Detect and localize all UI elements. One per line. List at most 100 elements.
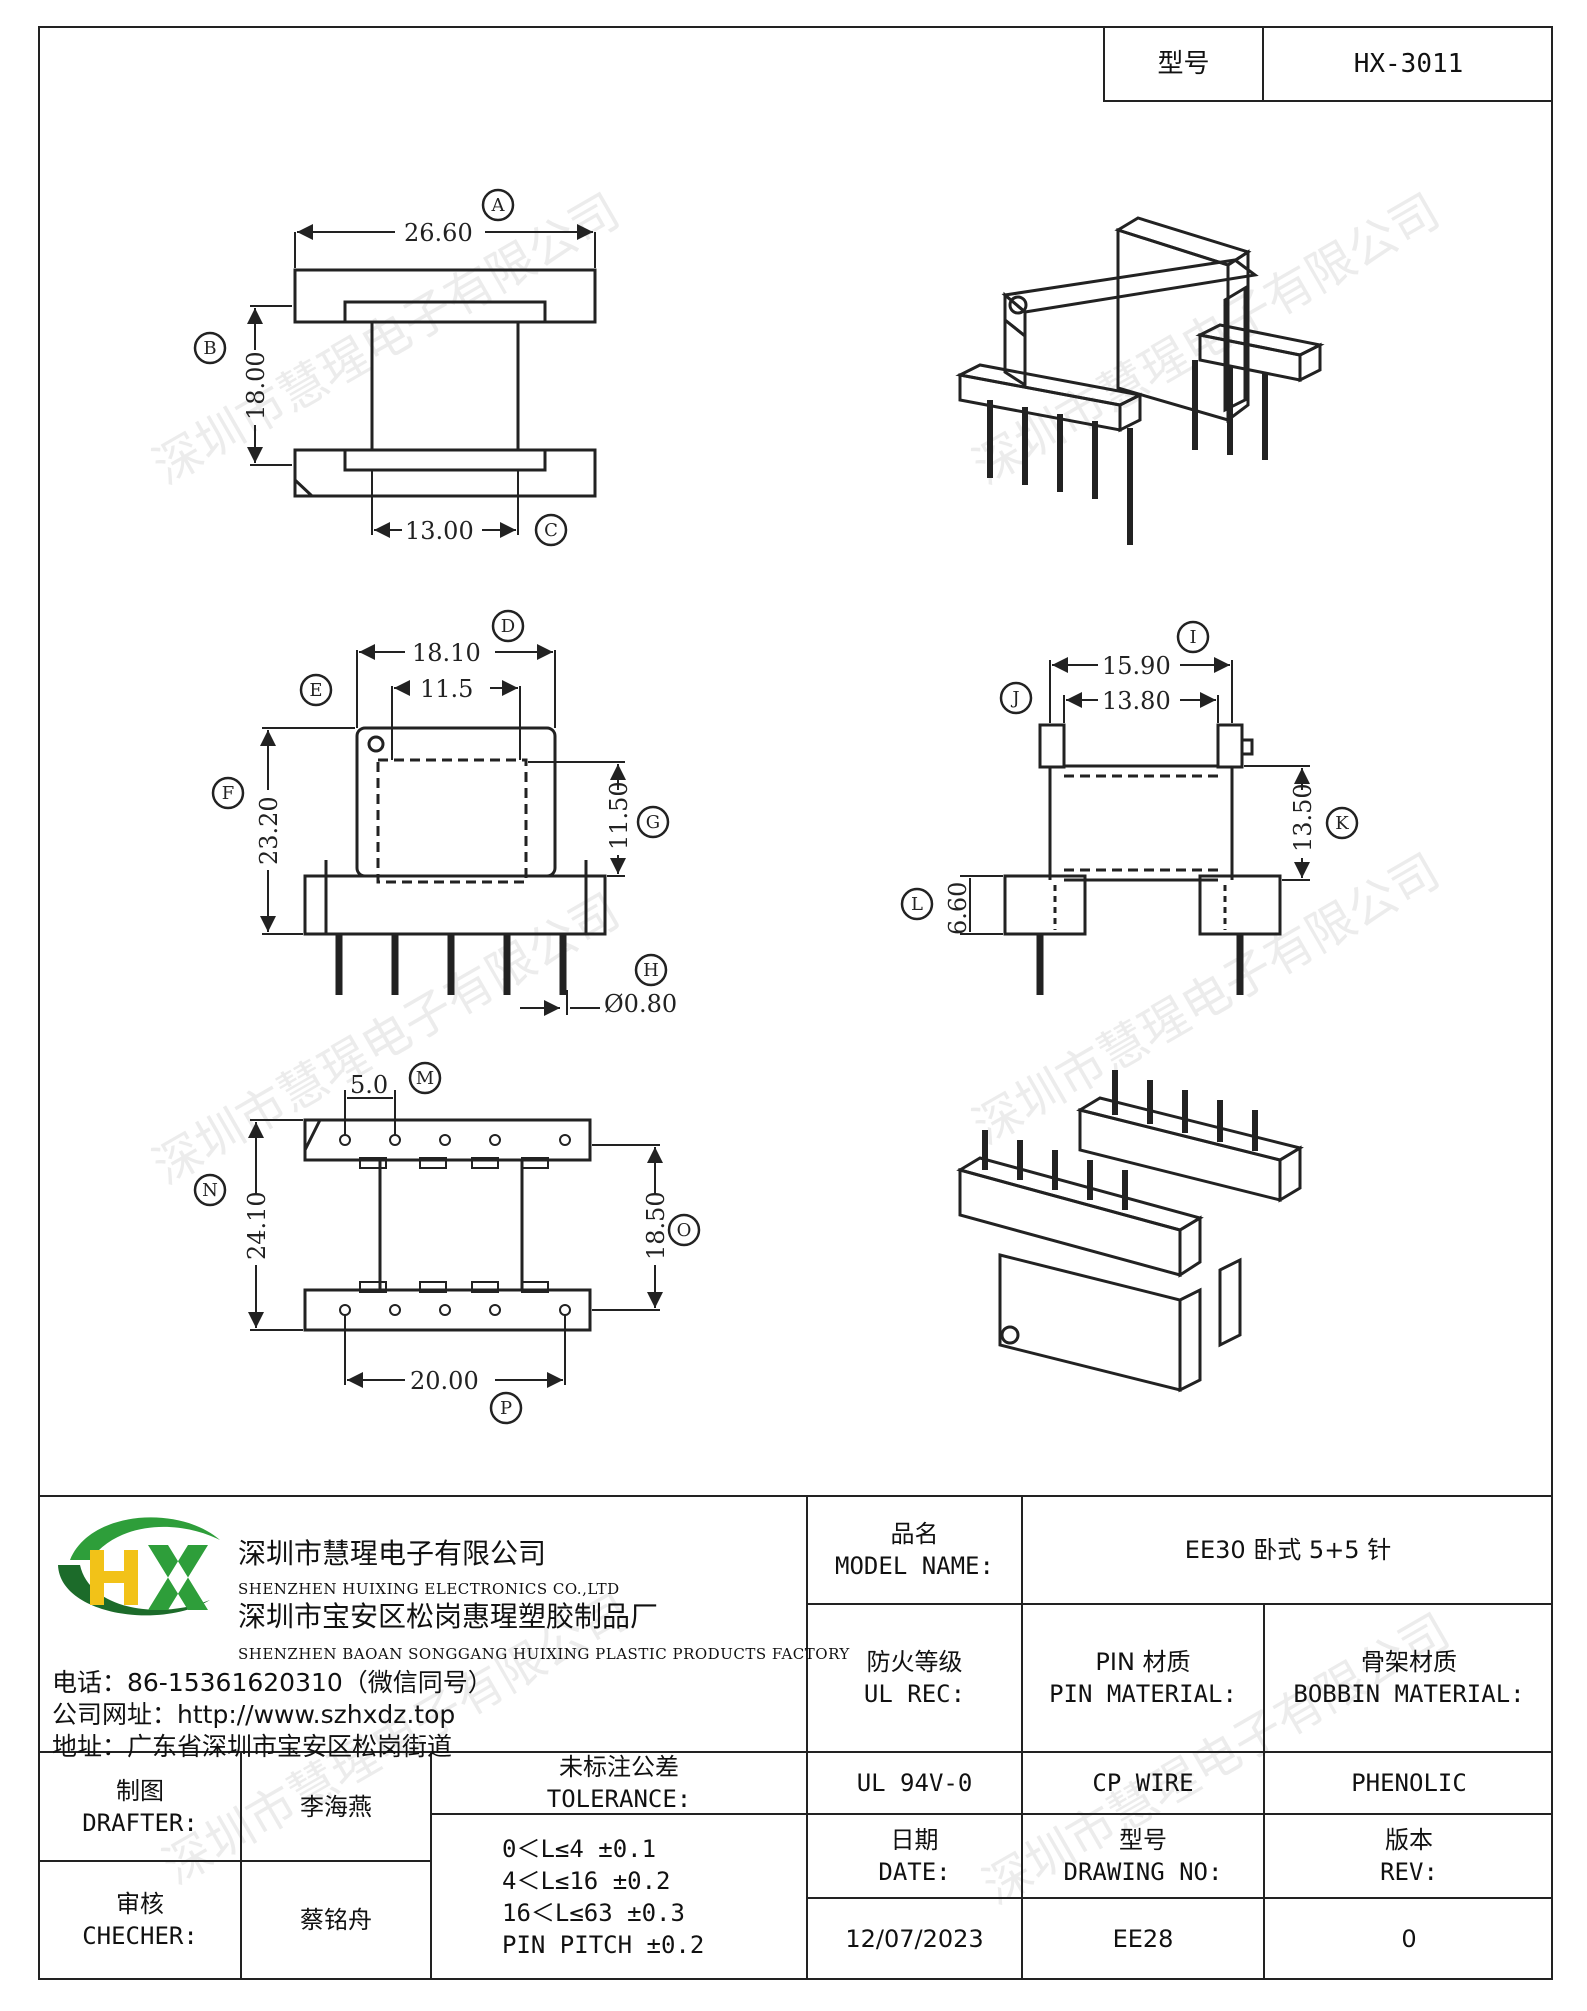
letter-b: B [203, 338, 216, 359]
ul-value: UL 94V-0 [856, 1769, 973, 1797]
letter-k: K [1335, 813, 1349, 834]
company-logo [58, 1517, 220, 1616]
model-label: 型号 [1157, 49, 1210, 79]
letter-g: G [646, 812, 660, 833]
date-header: 日期 DATE: [808, 1815, 1021, 1897]
drafter-name: 李海燕 [300, 1792, 372, 1821]
dim-b-value: 18.00 [242, 351, 270, 420]
rev-cn: 版本 [1385, 1826, 1433, 1854]
letter-p: P [500, 1398, 512, 1419]
company-address: 地址：广东省深圳市宝安区松岗街道 [52, 1732, 453, 1761]
dim-f-value: 23.20 [255, 796, 283, 865]
dim-h-value: Ø0.80 [604, 990, 677, 1018]
letter-m: M [416, 1068, 434, 1089]
letter-c: C [544, 520, 558, 541]
header-mid-line [1262, 26, 1264, 102]
drafter-cn: 制图 [116, 1776, 164, 1805]
bobbin-cn: 骨架材质 [1361, 1648, 1457, 1676]
grid-line [38, 1860, 432, 1862]
checker-header: 审核 CHECHER: [40, 1862, 240, 1978]
dim-k-value: 13.50 [1289, 783, 1317, 852]
top-view [247, 224, 597, 538]
dim-d-value: 18.10 [412, 639, 481, 667]
date-value: 12/07/2023 [845, 1924, 984, 1953]
header-left-line [1103, 26, 1105, 102]
side-view [960, 657, 1310, 995]
drawing-en: DRAWING NO: [1063, 1858, 1223, 1886]
company-website: 公司网址：http://www.szhxdz.top [52, 1700, 456, 1729]
dim-j-value: 13.80 [1102, 687, 1171, 715]
checker-name: 蔡铭舟 [300, 1906, 372, 1934]
ul-rec-header: 防火等级 UL REC: [808, 1605, 1021, 1751]
letter-e: E [309, 680, 322, 701]
rev-header: 版本 REV: [1265, 1815, 1553, 1897]
letter-i: I [1189, 627, 1196, 648]
isometric-view-bottom [956, 1070, 1304, 1393]
logo-x [148, 1545, 208, 1610]
tolerance-line: 16＜L≤63 ±0.3 [502, 1898, 685, 1927]
dim-g-value: 11.50 [605, 781, 633, 850]
checker-cn: 审核 [116, 1890, 164, 1918]
grid-line [1021, 1495, 1023, 1980]
tolerance-line: 0＜L≤4 ±0.1 [502, 1834, 657, 1863]
dim-a-value: 26.60 [404, 219, 473, 247]
grid-line [38, 1751, 1553, 1753]
date-cn: 日期 [890, 1826, 939, 1854]
grid-line [806, 1603, 1553, 1605]
letter-j: J [1010, 688, 1019, 709]
bottom-view [248, 1090, 663, 1388]
letter-n: N [202, 1180, 218, 1201]
dim-p-value: 20.00 [410, 1367, 479, 1395]
front-view [260, 644, 626, 1016]
pin-value: CP WIRE [1092, 1769, 1194, 1797]
pin-cn: PIN 材质 [1095, 1648, 1191, 1676]
title-block-top-line [38, 1495, 1553, 1497]
model-name-cn: 品名 [890, 1520, 939, 1548]
letter-o: O [677, 1220, 692, 1241]
dim-o-value: 18.50 [642, 1191, 670, 1260]
grid-line [432, 1813, 806, 1815]
dim-n-value: 24.10 [243, 1191, 271, 1260]
grid-line [806, 1813, 1553, 1815]
tolerance-header: 未标注公差 TOLERANCE: [432, 1753, 806, 1813]
grid-line [430, 1751, 432, 1980]
factory-name-cn: 深圳市宝安区松岗惠瑆塑胶制品厂 [238, 1600, 659, 1633]
letter-a: A [491, 195, 506, 216]
isometric-view-top [955, 216, 1325, 545]
drawing-no-header: 型号 DRAWING NO: [1023, 1815, 1263, 1897]
letter-h: H [643, 960, 659, 981]
rev-value: 0 [1401, 1924, 1417, 1953]
bobbin-material-header: 骨架材质 BOBBIN MATERIAL: [1265, 1605, 1553, 1751]
technical-drawing: 26.60 18.00 13.00 18.10 11.5 23.20 11.50… [193, 188, 1359, 1425]
model-name-header: 品名 MODEL NAME: [808, 1497, 1021, 1603]
drafter-en: DRAFTER: [82, 1808, 198, 1837]
drafter-header: 制图 DRAFTER: [40, 1753, 240, 1860]
logo-h-bar [90, 1571, 138, 1583]
grid-line [806, 1495, 808, 1980]
company-name-cn: 深圳市慧瑆电子有限公司 [238, 1537, 547, 1570]
dim-l-value: 6.60 [944, 882, 972, 935]
tolerance-cn: 未标注公差 [559, 1753, 679, 1781]
grid-line [1263, 1603, 1265, 1980]
bobbin-value: PHENOLIC [1351, 1769, 1467, 1797]
ul-cn: 防火等级 [866, 1648, 963, 1676]
factory-name-en: SHENZHEN BAOAN SONGGANG HUIXING PLASTIC … [238, 1645, 850, 1663]
header-bottom-line [1103, 100, 1553, 102]
ul-en: UL REC: [863, 1680, 966, 1708]
pin-material-header: PIN 材质 PIN MATERIAL: [1023, 1605, 1263, 1751]
tolerance-line: 4＜L≤16 ±0.2 [502, 1866, 671, 1895]
tolerance-line: PIN PITCH ±0.2 [502, 1930, 705, 1959]
dim-c-value: 13.00 [405, 517, 474, 545]
rev-en: REV: [1380, 1858, 1438, 1886]
drawing-frame [38, 26, 1553, 1980]
pin-en: PIN MATERIAL: [1049, 1680, 1237, 1708]
logo-swoosh-top [70, 1517, 220, 1560]
grid-line [806, 1897, 1553, 1899]
drawing-cn: 型号 [1119, 1826, 1167, 1854]
drawing-no-value: EE28 [1112, 1924, 1174, 1953]
letter-f: F [222, 783, 235, 804]
dim-i-value: 15.90 [1102, 652, 1171, 680]
grid-line [240, 1751, 242, 1980]
letter-l: L [911, 894, 923, 915]
company-phone: 电话：86-15361620310（微信同号） [52, 1668, 493, 1697]
